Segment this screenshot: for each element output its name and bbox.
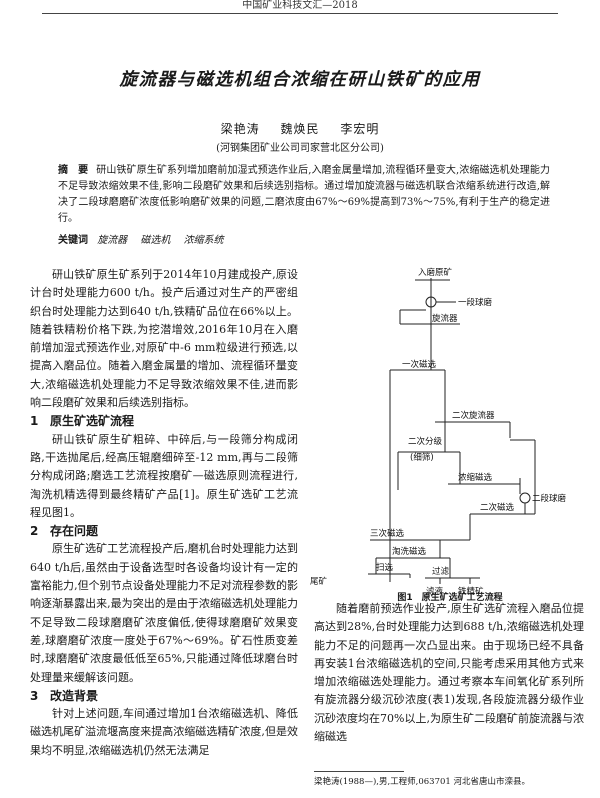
abstract: 摘 要研山铁矿原生矿系列增加磨前加湿式预选作业后,入磨金属量增加,流程循环量变大… bbox=[58, 163, 550, 227]
section-heading: 3 改造背景 bbox=[30, 687, 298, 705]
node-mill1: 一段球磨 bbox=[458, 297, 493, 308]
node-filter: 过滤 bbox=[432, 566, 450, 577]
node-mill2: 二段球磨 bbox=[532, 493, 567, 504]
node-cyclone1: 旋流器 bbox=[432, 313, 458, 324]
right-column: 随着磨前预选作业投产,原生矿选矿流程入磨品位提高达到28%,台时处理能力达到68… bbox=[314, 600, 584, 746]
section-title: 原生矿选矿流程 bbox=[50, 414, 135, 429]
section-heading: 1 原生矿选矿流程 bbox=[30, 412, 298, 430]
node-mag1: 一次磁选 bbox=[402, 359, 437, 370]
abstract-text: 研山铁矿原生矿系列增加磨前加湿式预选作业后,入磨金属量增加,流程循环量变大,浓缩… bbox=[58, 165, 550, 224]
node-mag3: 三次磁选 bbox=[370, 528, 405, 539]
section-heading: 2 存在问题 bbox=[30, 522, 298, 540]
node-filtrate: 滤液 bbox=[426, 586, 444, 597]
node-elutriator: 淘洗磁选 bbox=[392, 546, 427, 557]
section-title: 改造背景 bbox=[50, 688, 99, 703]
section-title: 存在问题 bbox=[50, 524, 99, 539]
keywords: 关键词 旋流器 磁选机 浓缩系统 bbox=[58, 233, 550, 249]
keyword: 磁选机 bbox=[140, 235, 171, 246]
author-footnote: 梁艳涛(1988—),男,工程师,063701 河北省唐山市滦县。 bbox=[314, 777, 531, 787]
section-number: 2 bbox=[30, 524, 39, 539]
mill-symbol bbox=[519, 492, 531, 504]
right-paragraph: 随着磨前预选作业投产,原生矿选矿流程入磨品位提高达到28%,台时处理能力达到68… bbox=[314, 602, 584, 744]
author-name: 魏焕民 bbox=[280, 122, 320, 136]
abstract-label: 摘 要 bbox=[58, 165, 89, 176]
figure-caption: 图1 原生矿选矿工艺流程 bbox=[397, 593, 503, 603]
section-number: 3 bbox=[30, 688, 39, 703]
intro-paragraph: 研山铁矿原生矿系列于2014年10月建成投产,原设计台时处理能力600 t/h。… bbox=[30, 268, 298, 410]
node-mag2: 二次磁选 bbox=[480, 502, 515, 513]
section-paragraph: 研山铁矿原生矿粗碎、中碎后,与一段筛分构成闭路,干选抛尾后,经高压辊磨细碎至-1… bbox=[30, 432, 298, 519]
left-column: 研山铁矿原生矿系列于2014年10月建成投产,原设计台时处理能力600 t/h。… bbox=[30, 266, 298, 760]
node-tail: 尾矿 bbox=[310, 576, 328, 587]
flowsheet-figure: 入磨原矿 一段球磨 旋流器 一次磁选 二次旋流器 二次分级 (细筛) 浓缩磁选 … bbox=[310, 262, 590, 598]
affiliation: (河钢集团矿业公司司家营北区分公司) bbox=[216, 143, 384, 154]
author-name: 李宏明 bbox=[340, 122, 380, 136]
keyword: 浓缩系统 bbox=[183, 235, 224, 246]
node-cyclone2: 二次旋流器 bbox=[452, 410, 495, 421]
node-class2: 二次分级 bbox=[408, 436, 443, 447]
footnote-rule bbox=[314, 771, 404, 772]
node-sweep: 扫选 bbox=[376, 562, 394, 573]
paper-title: 旋流器与磁选机组合浓缩在研山铁矿的应用 bbox=[119, 70, 481, 90]
node-feed: 入磨原矿 bbox=[418, 267, 453, 278]
node-conc: 铁精矿 bbox=[458, 586, 484, 597]
node-class2-sub: (细筛) bbox=[410, 452, 434, 463]
keyword: 旋流器 bbox=[97, 235, 128, 246]
node-conc-mag: 浓缩磁选 bbox=[458, 472, 493, 483]
section-paragraph: 原生矿选矿工艺流程投产后,磨机台时处理能力达到640 t/h后,虽然由于设备选型… bbox=[30, 542, 298, 684]
flowsheet-diagram: 入磨原矿 一段球磨 旋流器 一次磁选 二次旋流器 二次分级 (细筛) 浓缩磁选 … bbox=[310, 267, 567, 597]
author-list: 梁艳涛 魏焕民 李宏明 bbox=[0, 120, 600, 137]
header-rule bbox=[42, 13, 558, 14]
section-number: 1 bbox=[30, 414, 39, 429]
keywords-label: 关键词 bbox=[58, 235, 88, 246]
running-head: 中国矿业科技文汇—2018 bbox=[242, 0, 358, 11]
author-name: 梁艳涛 bbox=[220, 122, 260, 136]
section-paragraph: 针对上述问题,车间通过增加1台浓缩磁选机、降低磁选机尾矿溢流堰高度来提高浓缩磁选… bbox=[30, 707, 298, 757]
